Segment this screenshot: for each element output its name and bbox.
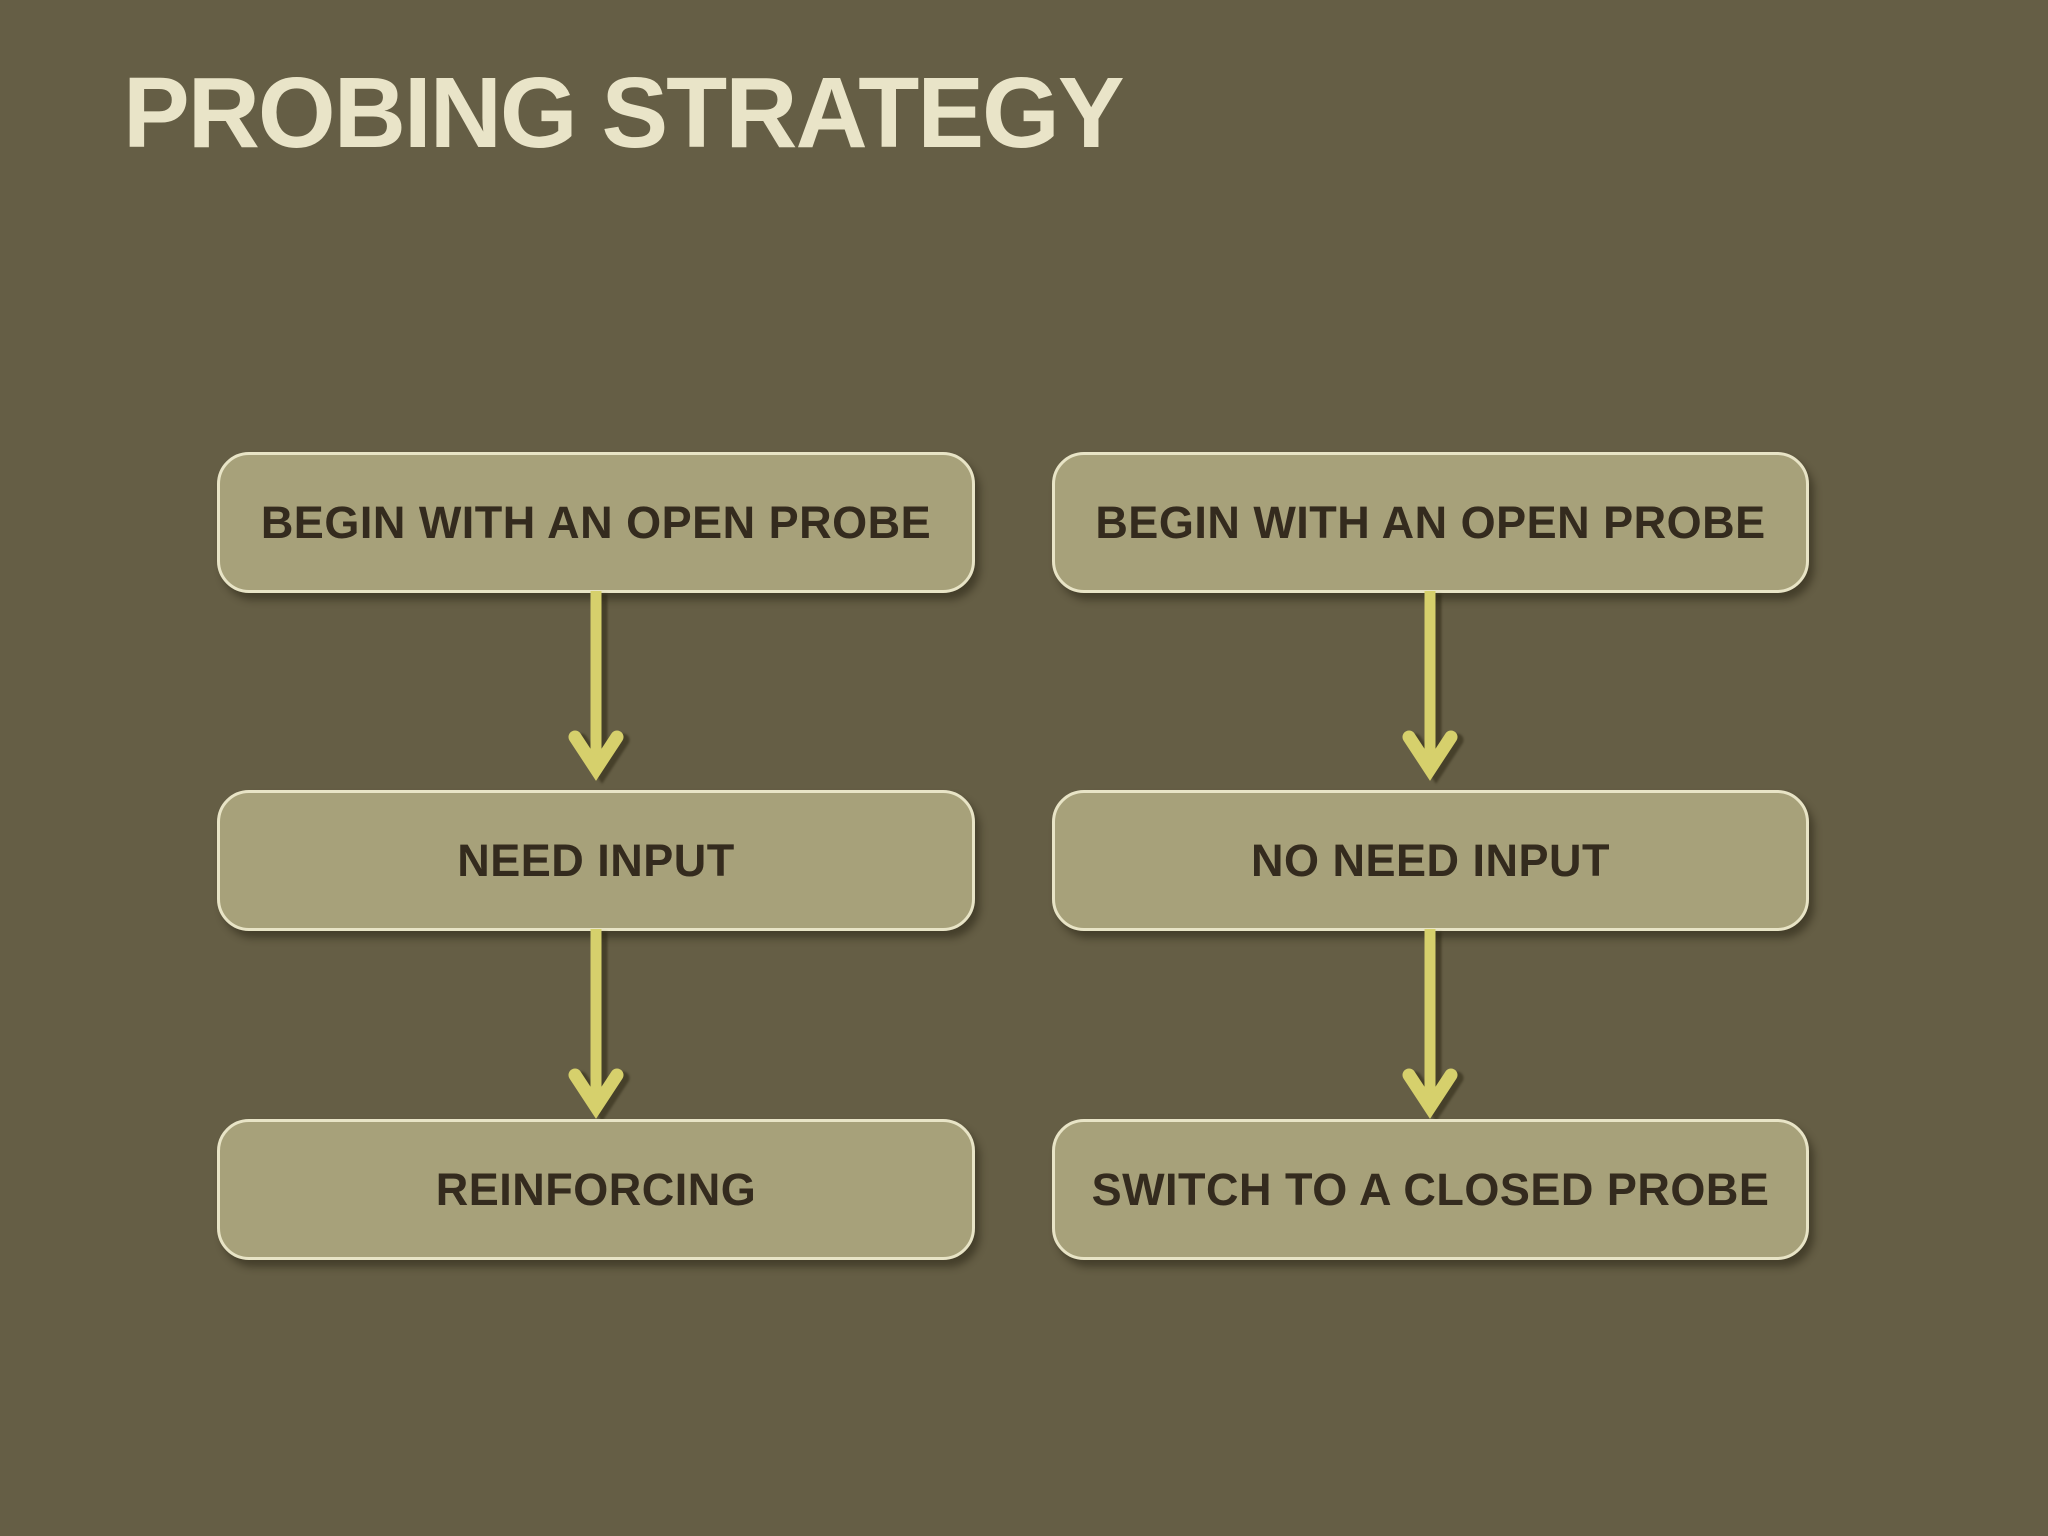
box-reinforcing: REINFORCING [217, 1119, 975, 1260]
box-switch-closed-probe: SWITCH TO A CLOSED PROBE [1052, 1119, 1809, 1260]
box-begin-open-probe-left: BEGIN WITH AN OPEN PROBE [217, 452, 975, 593]
down-arrow-icon [566, 591, 626, 781]
down-arrow-icon [1400, 929, 1460, 1119]
down-arrow-icon [1400, 591, 1460, 781]
box-begin-open-probe-right: BEGIN WITH AN OPEN PROBE [1052, 452, 1809, 593]
box-no-need-input: NO NEED INPUT [1052, 790, 1809, 931]
box-need-input: NEED INPUT [217, 790, 975, 931]
slide-title: PROBING STRATEGY [123, 57, 1125, 169]
down-arrow-icon [566, 929, 626, 1119]
